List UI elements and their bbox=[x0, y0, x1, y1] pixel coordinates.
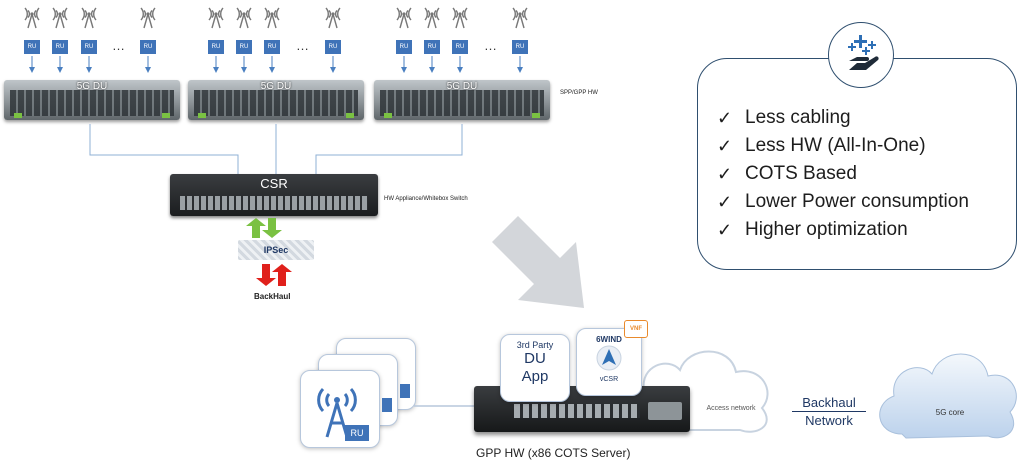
5g-core-cloud-icon bbox=[879, 353, 1017, 439]
ru-tag-back bbox=[382, 398, 392, 412]
du-server: 5G DU bbox=[4, 80, 180, 120]
benefits-list: ✓Less cabling ✓Less HW (All-In-One) ✓COT… bbox=[717, 104, 969, 244]
du-app-du: DU bbox=[524, 350, 546, 367]
access-network-label: Access network bbox=[706, 405, 756, 412]
du-label: 5G DU bbox=[260, 81, 292, 92]
ipsec-arrows bbox=[246, 218, 292, 286]
list-item: ✓Higher optimization bbox=[717, 219, 908, 240]
ru-tag: RU bbox=[345, 425, 369, 441]
ellipsis: … bbox=[112, 38, 126, 53]
ru-card-front: RU bbox=[300, 370, 380, 448]
checkmark-icon: ✓ bbox=[717, 191, 733, 212]
sixwind-logo-icon bbox=[596, 345, 622, 371]
ru-box: RU bbox=[424, 40, 440, 54]
ru-box: RU bbox=[208, 40, 224, 54]
du-csr-links bbox=[89, 124, 463, 174]
ru-box: RU bbox=[81, 40, 97, 54]
ru-box: RU bbox=[396, 40, 412, 54]
ru-server-link bbox=[414, 405, 474, 407]
ru-box: RU bbox=[24, 40, 40, 54]
list-item: ✓Less cabling bbox=[717, 107, 851, 128]
tower-icon bbox=[317, 387, 357, 438]
hw-appliance-label: HW Appliance/Whitebox Switch bbox=[384, 196, 468, 202]
csr-label: CSR bbox=[260, 176, 288, 191]
ipsec-box: IPSec bbox=[238, 240, 314, 260]
checkmark-icon: ✓ bbox=[717, 107, 733, 128]
ru-box: RU bbox=[512, 40, 528, 54]
backhaul-network-label: Backhaul Network bbox=[792, 394, 866, 429]
backhaul-arrow-icon bbox=[256, 264, 276, 286]
core-label: 5G core bbox=[935, 408, 965, 417]
du-label: 5G DU bbox=[76, 81, 108, 92]
downlink-arrow-icon bbox=[262, 218, 282, 238]
checkmark-icon: ✓ bbox=[717, 135, 733, 156]
ru-tag-back bbox=[400, 384, 410, 398]
vnf-badge: VNF bbox=[624, 320, 648, 338]
du-label: 5G DU bbox=[446, 81, 478, 92]
ru-box: RU bbox=[52, 40, 68, 54]
ru-box: RU bbox=[452, 40, 468, 54]
ru-box: RU bbox=[325, 40, 341, 54]
du-app-vendor: 3rd Party bbox=[516, 340, 554, 350]
backhaul-arrow-icon bbox=[272, 264, 292, 286]
uplink-arrow-icon bbox=[246, 218, 266, 238]
ellipsis: … bbox=[484, 38, 498, 53]
list-item: ✓COTS Based bbox=[717, 163, 857, 184]
ru-to-du-arrows bbox=[29, 56, 523, 73]
benefits-icon-circle bbox=[828, 22, 894, 88]
ru-box: RU bbox=[264, 40, 280, 54]
backhaul-label: BackHaul bbox=[254, 292, 291, 301]
spp-gpp-label: SPP/GPP HW bbox=[560, 90, 598, 96]
antenna-row bbox=[24, 7, 528, 73]
benefits-panel bbox=[697, 58, 1017, 270]
list-item: ✓Less HW (All-In-One) bbox=[717, 135, 926, 156]
ru-box: RU bbox=[140, 40, 156, 54]
du-app-app: App bbox=[521, 368, 549, 385]
vcsr-label: vCSR bbox=[599, 376, 619, 383]
gpp-label: GPP HW (x86 COTS Server) bbox=[476, 446, 631, 460]
transition-arrow-icon bbox=[492, 216, 584, 308]
du-server: 5G DU bbox=[188, 80, 364, 120]
hand-sparkle-icon bbox=[843, 35, 879, 70]
vcsr-card: 6WIND vCSR bbox=[576, 328, 642, 396]
ru-box: RU bbox=[236, 40, 252, 54]
ellipsis: … bbox=[296, 38, 310, 53]
csr-switch: CSR bbox=[170, 174, 378, 216]
du-app-card: 3rd Party DU App bbox=[500, 334, 570, 402]
checkmark-icon: ✓ bbox=[717, 163, 733, 184]
checkmark-icon: ✓ bbox=[717, 219, 733, 240]
sixwind-label: 6WIND bbox=[596, 335, 622, 344]
du-server: 5G DU bbox=[374, 80, 550, 120]
list-item: ✓Lower Power consumption bbox=[717, 191, 969, 212]
